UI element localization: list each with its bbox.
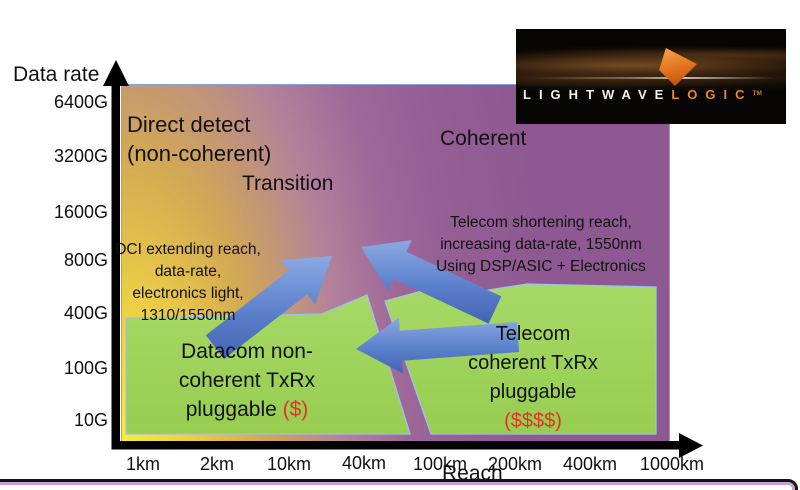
x-tick-10km: 10km <box>266 454 311 474</box>
y-axis-arrowhead-icon <box>103 60 129 86</box>
x-tick-40km: 40km <box>341 453 386 473</box>
y-tick-3200g: 3200G <box>53 146 108 166</box>
y-tick-800g: 800G <box>63 250 108 270</box>
y-tick-1600g: 1600G <box>53 202 108 222</box>
datacom-cost: ($) <box>276 398 309 421</box>
telecom-box-text: Telecom coherent TxRx pluggable <box>468 323 598 403</box>
x-tick-200km: 200km <box>487 454 543 474</box>
y-axis-title: Data rate <box>13 63 100 86</box>
datacom-box-text: Datacom non- coherent TxRx pluggable <box>178 340 316 421</box>
x-tick-100km: 100km <box>412 454 468 474</box>
telecom-cost: ($$$$) <box>504 410 562 432</box>
logo-wordmark: LIGHTWAVELOGICTM <box>523 87 762 102</box>
logo-word-light: LIGHTWAVE <box>523 87 672 102</box>
logo-light-streak <box>532 76 776 79</box>
y-tick-10g: 10G <box>73 410 108 430</box>
datacom-box-label: Datacom non- coherent TxRx pluggable ($) <box>132 337 362 424</box>
lightwave-logic-logo: LIGHTWAVELOGICTM <box>516 29 786 124</box>
annotation-dci: DCI extending reach, data-rate, electron… <box>115 241 261 324</box>
region-label-coherent: Coherent <box>440 127 527 150</box>
y-tick-100g: 100G <box>63 358 108 378</box>
bottom-frame-border <box>0 479 798 490</box>
logo-word-accent: LOGIC <box>671 87 753 102</box>
y-tick-400g: 400G <box>63 303 108 323</box>
region-label-direct-detect: Direct detect (non-coherent) <box>127 112 272 166</box>
x-tick-400km: 400km <box>562 454 618 474</box>
y-tick-6400g: 6400G <box>53 92 108 112</box>
logo-tm: TM <box>752 90 762 97</box>
annotation-telecom-trend: Telecom shortening reach, increasing dat… <box>436 214 646 275</box>
region-label-transition: Transition <box>242 172 334 195</box>
x-tick-2km: 2km <box>199 454 234 474</box>
x-tick-1km: 1km <box>125 454 160 474</box>
x-tick-1000km: 1000km <box>639 454 705 474</box>
telecom-box-label: Telecom coherent TxRx pluggable ($$$$) <box>425 320 641 436</box>
